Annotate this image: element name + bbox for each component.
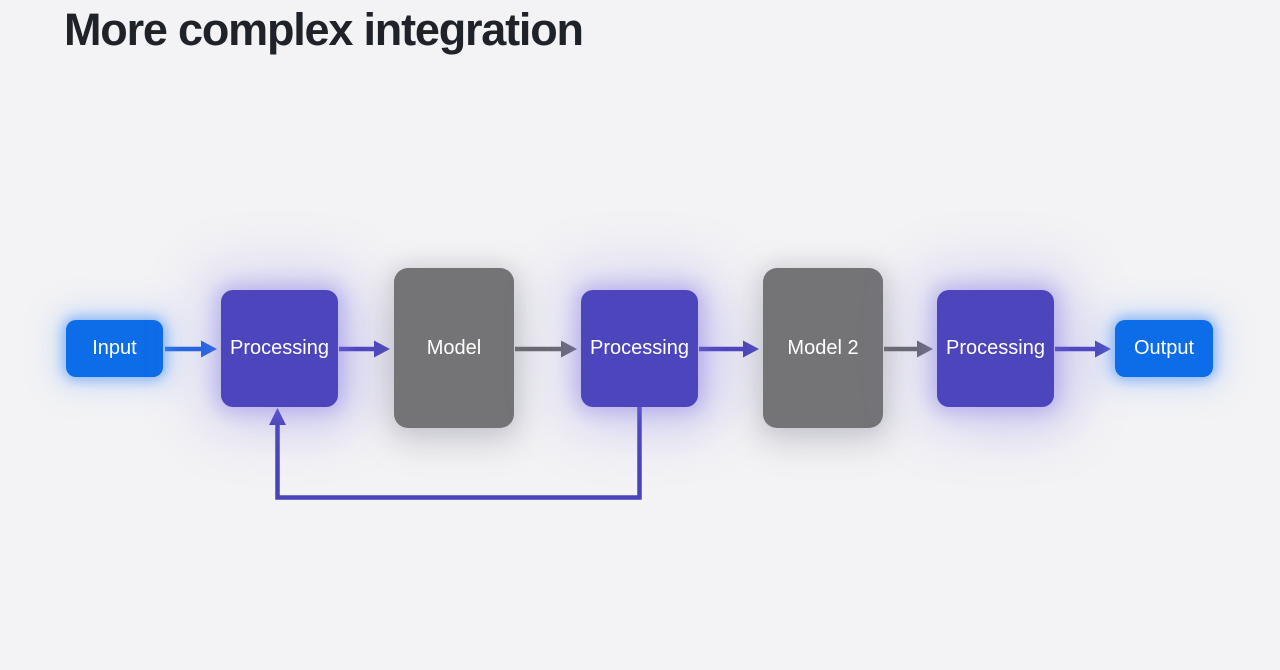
page-title: More complex integration (64, 4, 584, 55)
node-processing-3: Processing (937, 290, 1054, 407)
node-output-label: Output (1133, 337, 1195, 359)
arrow-input-to-processing-1 (165, 340, 217, 358)
node-model-1-label: Model (426, 336, 482, 359)
arrow-processing-2-to-model-2 (699, 340, 759, 358)
arrow-processing-1-to-model-1 (339, 340, 390, 358)
arrow-model-1-to-processing-2 (515, 340, 577, 358)
node-processing-1-label: Processing (230, 337, 329, 359)
node-model-2-label: Model 2 (787, 336, 859, 359)
node-model-2: Model 2 (763, 268, 883, 428)
node-model-1: Model (394, 268, 514, 428)
arrow-processing-3-to-output (1055, 340, 1111, 358)
node-processing-3-label: Processing (946, 337, 1045, 359)
node-input-label: Input (92, 337, 137, 359)
node-processing-1: Processing (221, 290, 338, 407)
node-output: Output (1115, 320, 1213, 377)
arrow-model-2-to-processing-3 (884, 340, 933, 358)
node-input: Input (66, 320, 163, 377)
node-processing-2-label: Processing (590, 337, 689, 359)
node-processing-2: Processing (581, 290, 698, 407)
